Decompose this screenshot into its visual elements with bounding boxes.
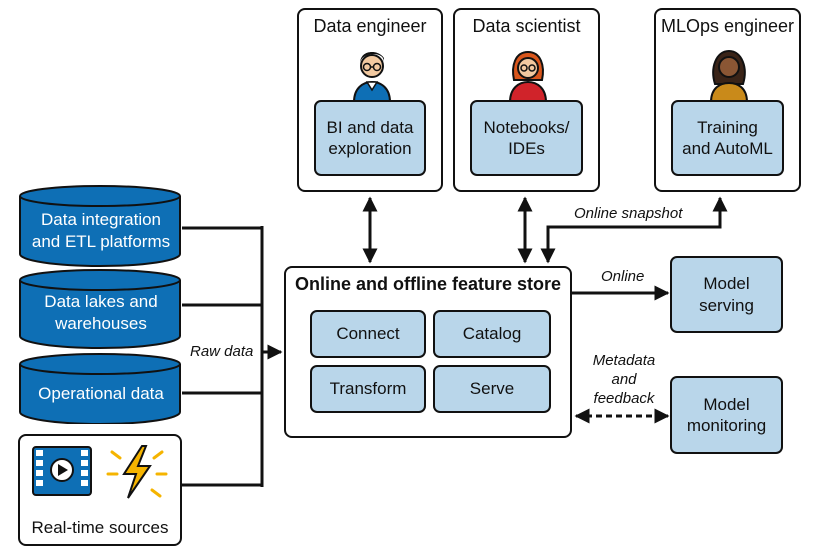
source-cylinders: [19, 185, 181, 424]
feature-store-box: Online and offline feature store Connect…: [284, 266, 572, 438]
bi-exploration-box: BI and data exploration: [314, 100, 426, 176]
data-engineer-avatar: [352, 52, 392, 102]
raw-data-connectors: [182, 226, 264, 487]
operational-data-label: Operational data: [38, 383, 164, 403]
catalog-module: Catalog: [433, 310, 551, 358]
notebooks-ides-box: Notebooks/ IDEs: [470, 100, 583, 176]
training-automl-box: Training and AutoML: [671, 100, 784, 176]
metadata-feedback-label: Metadata and feedback: [592, 352, 656, 407]
data-lakes-label: Data lakes and warehouses: [44, 291, 158, 333]
video-icon: [32, 446, 92, 496]
lightning-icon: [106, 445, 168, 499]
mlops-engineer-avatar: [709, 49, 749, 102]
etl-cylinder-shape: [19, 185, 181, 267]
data-scientist-box: Data scientist Notebooks/ IDEs: [453, 8, 600, 192]
online-snapshot-arrow: [540, 196, 728, 264]
serve-module: Serve: [433, 365, 551, 413]
model-monitoring-box: Model monitoring: [670, 376, 783, 454]
transform-module: Transform: [310, 365, 426, 413]
real-time-sources-label: Real-time sources: [31, 518, 169, 537]
connect-module: Connect: [310, 310, 426, 358]
real-time-sources-box: Real-time sources: [18, 434, 182, 546]
mlops-engineer-title: MLOps engineer: [660, 16, 795, 36]
data-engineer-box: Data engineer BI and data exploration: [297, 8, 443, 192]
etl-platforms-label: Data integration and ETL platforms: [31, 209, 171, 251]
model-serving-box: Model serving: [670, 256, 783, 333]
operational-cylinder-shape: [19, 353, 181, 424]
feature-store-title: Online and offline feature store: [294, 274, 562, 294]
online-label: Online: [601, 268, 645, 285]
lakes-cylinder-shape: [19, 269, 181, 349]
raw-data-label: Raw data: [190, 343, 254, 360]
data-engineer-title: Data engineer: [313, 16, 427, 36]
online-snapshot-label: Online snapshot: [574, 205, 683, 222]
mlops-engineer-box: MLOps engineer Training and AutoML: [654, 8, 801, 192]
data-scientist-avatar: [508, 50, 548, 102]
data-scientist-title: Data scientist: [472, 16, 581, 36]
